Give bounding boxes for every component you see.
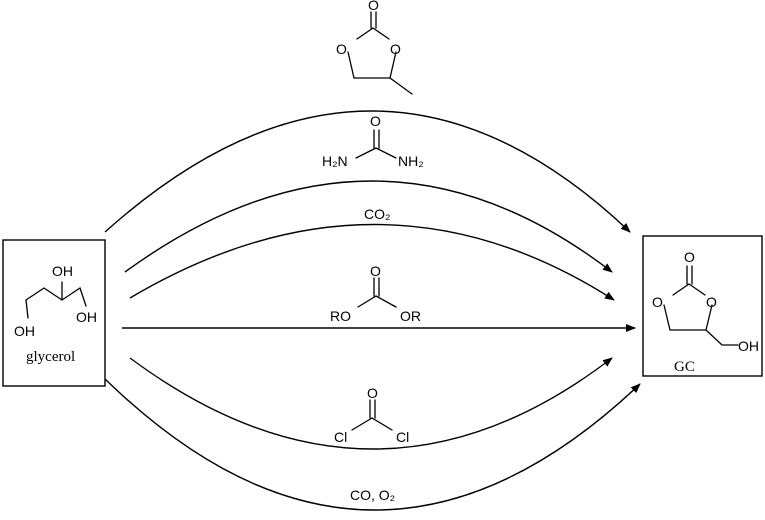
reagent-co-o2: CO, O₂ bbox=[350, 487, 395, 503]
pc-ring-o-right: O bbox=[390, 41, 401, 57]
phosgene-cl-left: Cl bbox=[334, 429, 347, 445]
gc-box: O O O OH GC bbox=[642, 235, 763, 377]
arrow-urea-route bbox=[124, 180, 613, 273]
dialkyl-carbonate-ro: RO bbox=[330, 308, 351, 324]
gc-label: GC bbox=[674, 359, 695, 375]
pc-ring-o-left: O bbox=[336, 41, 347, 57]
reagent-dialkyl-carbonate: O RO OR bbox=[330, 263, 421, 324]
reagent-phosgene: O Cl Cl bbox=[334, 385, 409, 445]
urea-nh2-left: H₂N bbox=[322, 153, 348, 169]
gc-oh: OH bbox=[738, 338, 759, 354]
glycerol-oh-right: OH bbox=[76, 309, 97, 325]
glycerol-label: glycerol bbox=[26, 349, 75, 365]
gc-ring-o-right: O bbox=[706, 294, 717, 310]
arrow-co2-route bbox=[129, 223, 615, 301]
arrow-propylene-carbonate-route bbox=[104, 110, 631, 233]
gc-carbonyl-o: O bbox=[684, 249, 695, 265]
glycerol-oh-left: OH bbox=[14, 323, 35, 339]
dialkyl-carbonate-or: OR bbox=[400, 308, 421, 324]
urea-o: O bbox=[370, 113, 381, 129]
phosgene-o: O bbox=[367, 385, 378, 401]
reagent-urea: O H₂N NH₂ bbox=[322, 113, 424, 169]
dialkyl-carbonate-o: O bbox=[370, 263, 381, 279]
urea-nh2-right: NH₂ bbox=[398, 153, 424, 169]
glycerol-box: OH OH OH glycerol bbox=[2, 239, 106, 387]
reagent-propylene-carbonate: O O O bbox=[336, 0, 413, 95]
reagent-co2: CO₂ bbox=[364, 206, 390, 222]
pc-carbonyl-o: O bbox=[368, 0, 379, 13]
gc-ring-o-left: O bbox=[652, 294, 663, 310]
phosgene-cl-right: Cl bbox=[396, 429, 409, 445]
arrow-co-o2-route bbox=[101, 375, 641, 511]
arrow-phosgene-route bbox=[129, 357, 613, 450]
glycerol-oh-top: OH bbox=[52, 263, 73, 279]
